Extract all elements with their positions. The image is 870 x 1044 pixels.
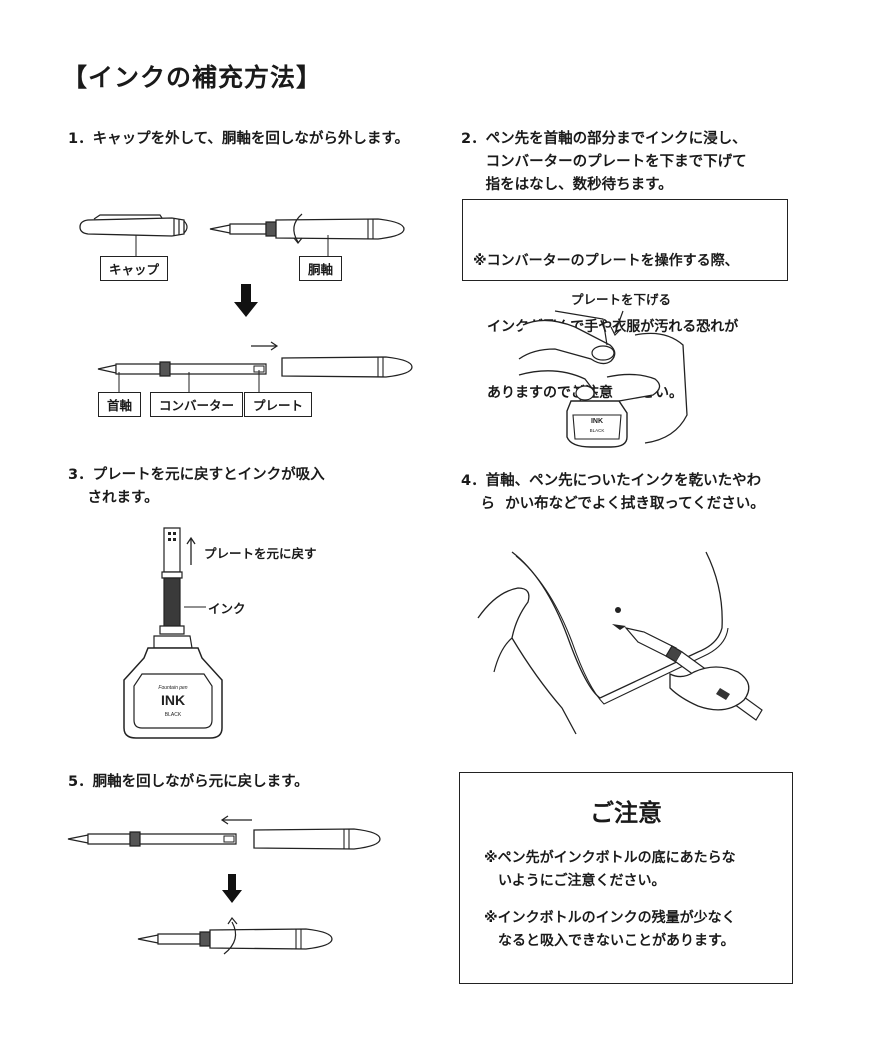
ink-leader-line	[184, 606, 206, 608]
label-plate-down: プレートを下げる	[571, 292, 672, 307]
notice-1-line-1: ※ペン先がインクボトルの底にあたらな	[484, 850, 736, 866]
converter-leader-line	[188, 372, 190, 392]
step-3-bottle-illustration: Fountain pen INK BLACK	[120, 524, 230, 744]
step-1-pen-illustration	[208, 210, 408, 246]
notice-1-line-2: いようにご注意ください。	[484, 873, 666, 889]
step-2-hands-illustration: INK BLACK	[515, 305, 690, 455]
step-5-text: 5．胴軸を回しながら元に戻します。	[68, 774, 309, 790]
up-arrow-icon	[186, 537, 196, 565]
step-2-bottle-color-text: BLACK	[590, 428, 605, 433]
step-2-text-line-1: 2．ペン先を首軸の部分までインクに浸し、	[461, 131, 747, 147]
step-1-cap-illustration	[76, 212, 196, 242]
step-3-bottle-brand-text: Fountain pen	[158, 685, 187, 691]
page-title: 【インクの補充方法】	[62, 63, 323, 92]
notice-2-line-1: ※インクボトルのインクの残量が少なく	[484, 910, 736, 926]
step-2-text-line-3: 指をはなし、数秒待ちます。	[461, 177, 673, 193]
step-3-bottle-color-text: BLACK	[165, 712, 182, 718]
label-plate-back: プレートを元に戻す	[204, 546, 317, 561]
label-plate: プレート	[244, 392, 313, 417]
step-4-text-line-1: 4．首軸、ペン先についたインクを乾いたやわ	[461, 473, 762, 489]
warning-box: ※コンバーターのプレートを操作する際、 インクが飛んで手や衣服が汚れる恐れが あ…	[462, 199, 788, 401]
step-5-disassembled-illustration	[66, 814, 386, 856]
step-2-text-line-2: コンバーターのプレートを下まで下げて	[461, 154, 747, 170]
down-arrow-icon	[222, 874, 242, 903]
notice-title: ご注意	[590, 799, 662, 827]
label-ink: インク	[208, 601, 246, 616]
down-arrow-icon	[234, 284, 258, 317]
step-4-text-line-2: ら かい布などでよく拭き取ってください。	[461, 496, 765, 512]
step-3-bottle-ink-text: INK	[161, 692, 185, 708]
step-2-bottle-ink-text: INK	[591, 418, 603, 425]
notice-2-line-2: なると吸入できないことがあります。	[484, 933, 735, 949]
plate-leader-line	[258, 370, 260, 392]
step-3-text-line-2: されます。	[68, 490, 159, 506]
step-3-text-line-1: 3．プレートを元に戻すとインクが吸入	[68, 467, 325, 483]
step-5-assembled-pen-illustration	[136, 914, 336, 958]
step-1-text: 1．キャップを外して、胴軸を回しながら外します。	[68, 131, 409, 147]
notice-box: ご注意 ※ペン先がインクボトルの底にあたらな いようにご注意ください。 ※インク…	[459, 772, 793, 984]
step-4-wipe-illustration	[476, 548, 768, 734]
grip-leader-line	[118, 372, 120, 392]
label-converter: コンバーター	[150, 392, 244, 417]
step-1-disassembled-illustration	[96, 340, 416, 380]
label-grip: 首軸	[98, 392, 142, 417]
label-barrel: 胴軸	[299, 256, 343, 281]
barrel-leader-line	[327, 235, 329, 259]
cap-leader-line	[135, 235, 137, 259]
warning-line-1: ※コンバーターのプレートを操作する際、	[473, 253, 739, 269]
label-cap: キャップ	[100, 256, 169, 281]
